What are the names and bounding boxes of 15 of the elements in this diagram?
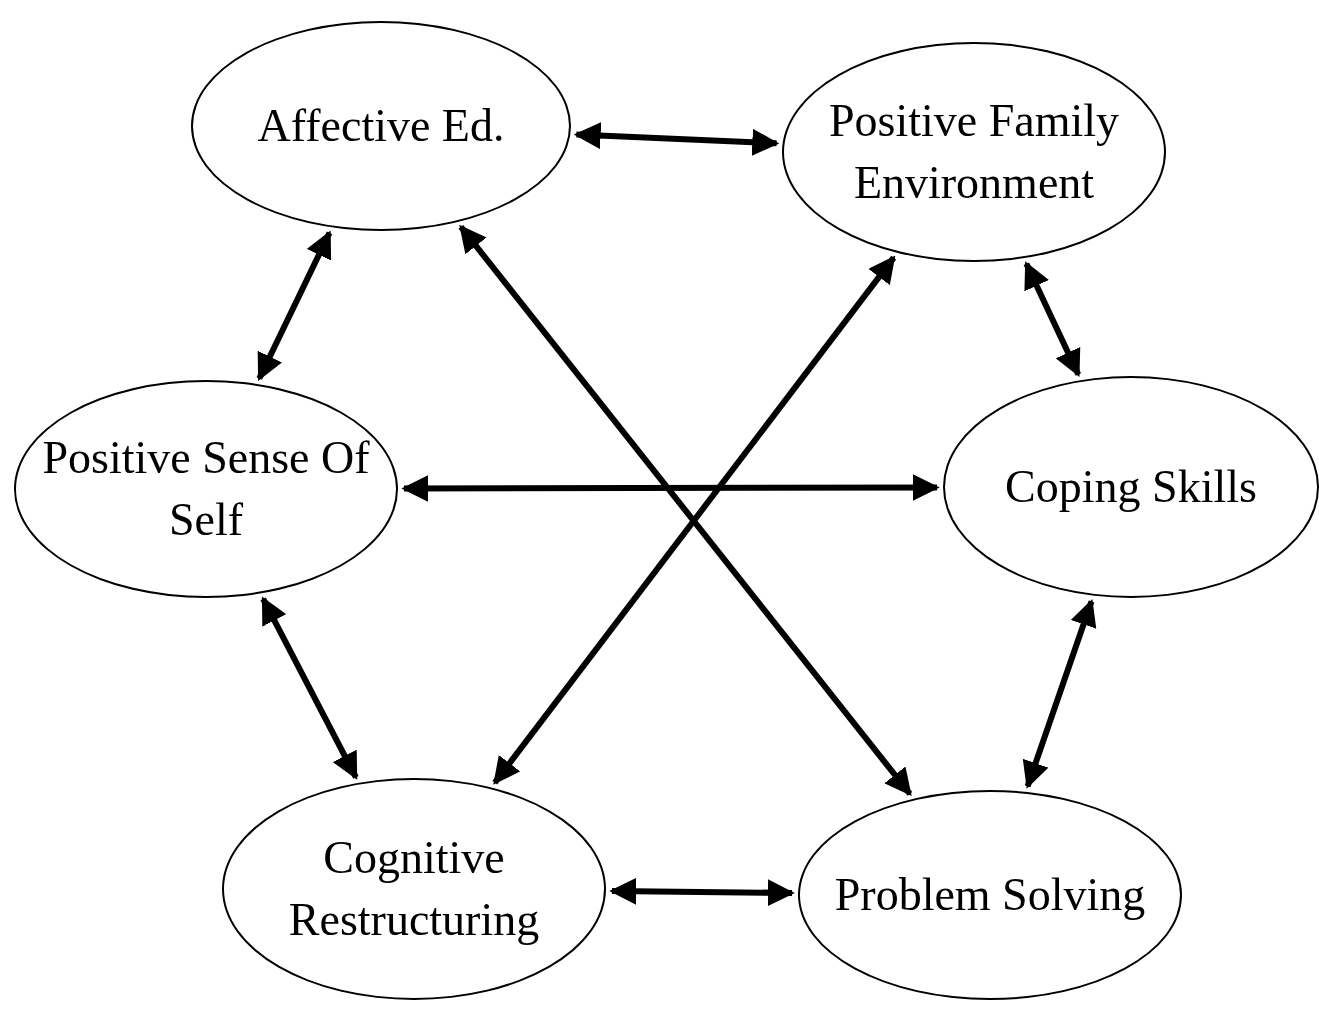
double-arrow — [1022, 598, 1097, 789]
node-label: Positive Family Environment — [827, 94, 1121, 210]
double-arrow — [492, 255, 897, 785]
node-label: Cognitive Restructuring — [287, 831, 541, 947]
node-label: Affective Ed. — [256, 99, 506, 153]
double-arrow — [256, 230, 333, 381]
node-label: Problem Solving — [833, 868, 1147, 922]
double-arrow — [458, 224, 913, 797]
double-arrow — [401, 473, 940, 502]
double-arrow — [609, 877, 795, 907]
node-label: Coping Skills — [1004, 460, 1258, 514]
double-arrow — [1023, 261, 1082, 378]
double-arrow — [260, 596, 359, 780]
double-arrow — [573, 122, 780, 156]
node-label: Positive Sense Of Self — [41, 431, 371, 547]
